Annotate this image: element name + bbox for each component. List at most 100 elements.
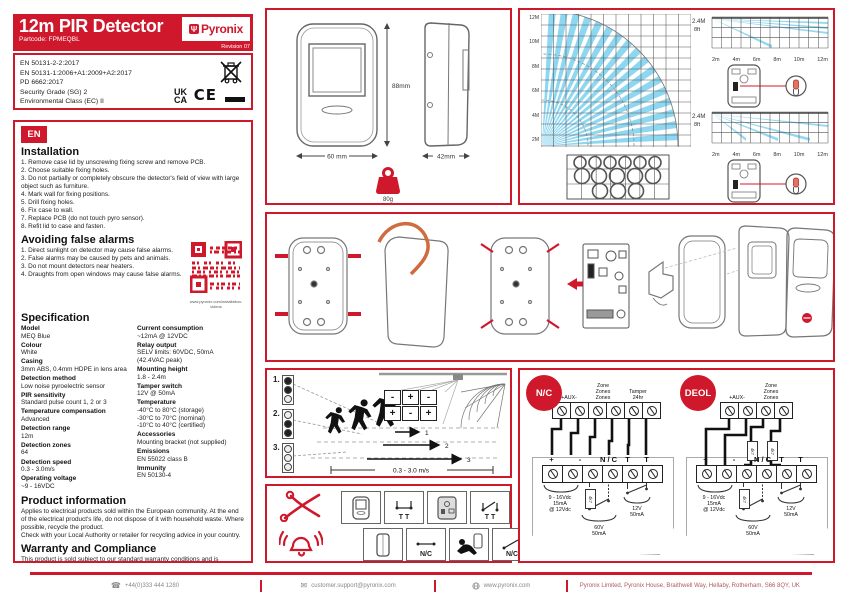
distance-tick: 10m — [793, 57, 805, 63]
installation-step: 2. Choose suitable fixing holes. — [21, 167, 110, 174]
nc-annotations — [543, 481, 651, 522]
panel-terminal-strip[interactable] — [720, 402, 793, 419]
lens-fan-icon — [460, 383, 506, 429]
range-tick: 6M — [532, 88, 539, 95]
eol-resistor: 4k7 — [739, 489, 750, 509]
depth-dim-label: 42mm — [437, 154, 455, 161]
mount-height-label: 2.4M — [692, 114, 705, 120]
terminal-label: N / C — [599, 455, 618, 464]
brand-name: Pyronix — [201, 22, 243, 36]
jumper-icon — [793, 79, 799, 96]
zone-sign: - — [420, 390, 437, 405]
installation-step: 1. Remove case lid by unscrewing fixing … — [21, 159, 206, 166]
installation-step: 6. Fix case to wall. — [21, 207, 74, 214]
distance-tick: 10m — [793, 152, 805, 158]
weee-bin-icon — [220, 61, 242, 84]
footer-address: Pyronix Limited, Pyronix House, Braithwe… — [579, 583, 800, 589]
spec-entry: PIR sensitivity Standard pulse count 1, … — [21, 391, 107, 407]
deol-resistor-2: 4k7 — [766, 441, 778, 461]
pcb-range-callout — [727, 159, 807, 203]
jumper-setting-2[interactable]: 2. — [273, 409, 294, 439]
distance-tick: 6m — [752, 152, 761, 158]
terminal-label: T — [644, 455, 649, 464]
terminal-label: - — [578, 455, 582, 464]
standards-list: EN 50131-2-2:2017 EN 50131-1:2006+A1:2009… — [20, 59, 132, 107]
zone-polarity-grid: -+-+-+ — [384, 390, 442, 421]
distance-tick: 8m — [773, 57, 781, 63]
supply-rating: 9 - 16Vdc 15mA @ 12Vdc — [702, 495, 726, 513]
weight-label: 80g — [383, 197, 393, 203]
terminal-label: T — [779, 455, 784, 464]
nc-badge: N/C — [526, 375, 562, 411]
warranty-title: Warranty and Compliance — [21, 542, 157, 555]
spec-entry: Accessories Mounting bracket (not suppli… — [137, 431, 227, 446]
false-alarms-title: Avoiding false alarms — [21, 234, 135, 246]
eol-resistor: 4k7 — [585, 489, 596, 509]
standard-line: PD 6662:2017 — [20, 79, 64, 87]
speed-range-label: 0.3 - 3.0 m/s — [393, 468, 430, 475]
terminal-label: + — [703, 455, 708, 464]
distance-tick: 6m — [752, 57, 761, 63]
distance-tick: 4m — [732, 57, 741, 63]
detector-terminal-strip[interactable] — [696, 465, 817, 483]
envelope-icon: ✉ — [300, 581, 308, 590]
distance-tick: 2m — [712, 152, 720, 158]
false-alarm-step: 4. Draughts from open windows may cause … — [21, 271, 182, 278]
distance-tick: 12m — [817, 152, 828, 158]
qr-caption: www.pyronix.com/installation-videos — [189, 299, 243, 309]
standard-line: EN 50131-1:2006+A1:2009+A2:2017 — [20, 69, 132, 77]
installation-step: 5. Drill fixing holes. — [21, 199, 75, 206]
partcode: Partcode: FPMEQBL — [19, 36, 80, 43]
spec-entry: Relay output SELV limits: 60VDC, 50mA (4… — [137, 341, 214, 364]
standard-line: Environmental Class (EC) II — [20, 98, 104, 106]
footer-divider — [565, 580, 568, 592]
zone-sign: + — [402, 390, 419, 405]
language-tab: EN — [21, 126, 47, 143]
deol-badge: DEOL — [680, 375, 716, 411]
detector-terminal-strip[interactable] — [542, 465, 663, 483]
supply-rating: 9 - 16Vdc 15mA @ 12Vdc — [548, 495, 572, 513]
path-label-3: 3 — [467, 457, 471, 464]
aux-label: +AUX- — [561, 395, 577, 401]
jumper-setting-1[interactable]: 1. — [273, 375, 294, 405]
width-dim-label: 60 mm — [327, 154, 347, 161]
phone-icon: ☎ — [110, 581, 121, 590]
qr-code — [189, 240, 243, 294]
coverage-fan-chart — [541, 14, 691, 147]
spec-entry: Detection zones 64 — [21, 441, 71, 457]
wire-cutters-icon — [279, 490, 321, 522]
terminal-label: - — [732, 455, 736, 464]
warranty-text1: This product is sold subject to our stan… — [21, 555, 219, 563]
standard-line: EN 50131-2-2:2017 — [20, 60, 80, 67]
weight-icon — [376, 167, 400, 194]
pyronix-logo: Ψ Pyronix — [181, 16, 251, 42]
detector-terminal-labels: + - N / C T T — [542, 455, 656, 464]
page-title: 12m PIR Detector — [19, 16, 164, 36]
footer: ☎ +44(0)333 444 1280 ✉ customer.support@… — [30, 579, 812, 593]
range-tick: 2M — [532, 136, 539, 143]
wiring-deol-diagram: DEOL +AUX- Zone Zones Zones 4k7 — [680, 375, 832, 558]
warranty-text: This product is sold subject to our stan… — [21, 555, 245, 563]
false-alarm-step: 1. Direct sunlight on detector may cause… — [21, 247, 174, 254]
ce-mark: CE — [193, 86, 217, 104]
detector-idle-icon — [363, 528, 403, 561]
distance-tick: 2m — [712, 57, 720, 63]
pulse-diagram: 1 2 3 0.3 - 3.0 m/s — [292, 372, 507, 475]
zone-sign: - — [402, 406, 419, 421]
panel-terminal-strip[interactable] — [552, 402, 661, 419]
jumper-setting-3[interactable]: 3. — [273, 443, 294, 473]
terminal-label: + — [549, 455, 554, 464]
zone-sign: + — [384, 406, 401, 421]
terminal-label: T — [625, 455, 630, 464]
aux-label: +AUX- — [729, 395, 745, 401]
spec-entry: Temperature -40°C to 80°C (storage) -30°… — [137, 399, 205, 430]
footer-phone: ☎ +44(0)333 444 1280 — [110, 581, 180, 590]
installation-step: 7. Replace PCB (do not touch pyro sensor… — [21, 215, 145, 222]
specification-title: Specification — [21, 312, 90, 324]
